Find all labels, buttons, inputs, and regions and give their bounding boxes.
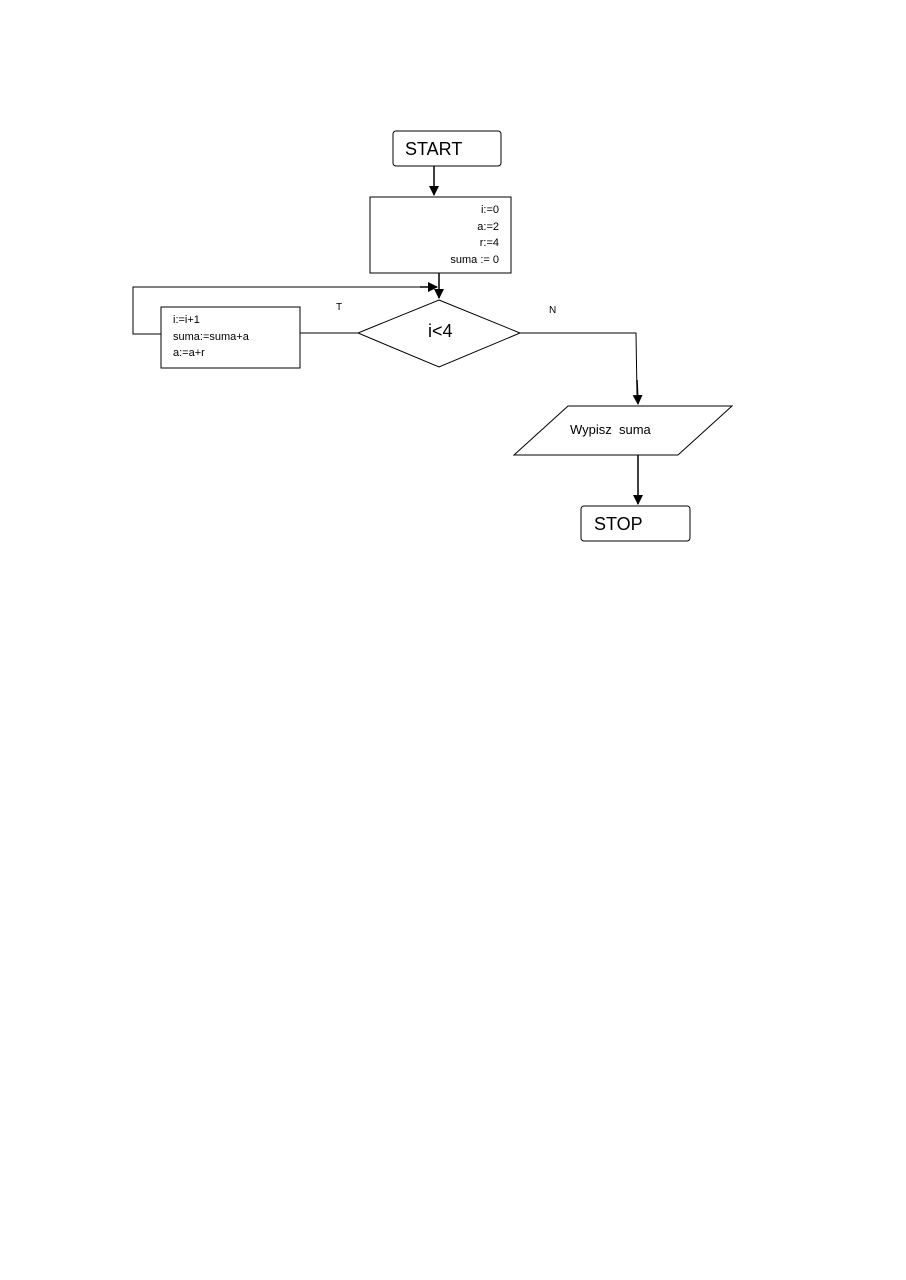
- loop-body-lines: i:=i+1 suma:=suma+a a:=a+r: [173, 312, 249, 362]
- condition-label: i<4: [428, 321, 453, 341]
- start-label: START: [405, 139, 463, 159]
- decision-to-output-path: [520, 332, 638, 396]
- branch-true-label: T: [336, 302, 343, 313]
- init-process-box: [369, 196, 512, 274]
- loop-line: i:=i+1: [173, 314, 200, 326]
- loop-return-path: [132, 286, 430, 335]
- output-parallelogram: [512, 405, 734, 456]
- init-line: suma := 0: [450, 253, 499, 266]
- loop-body-box: [160, 306, 301, 369]
- output-label: Wypisz suma: [570, 422, 651, 437]
- decision-diamond: [356, 299, 522, 368]
- init-line: i:=0: [480, 204, 499, 216]
- loop-line: suma:=suma+a: [173, 330, 249, 343]
- init-lines: i:=0 a:=2 r:=4 suma := 0: [450, 202, 499, 268]
- loop-line: a:=a+r: [173, 347, 205, 359]
- branch-false-label: N: [549, 305, 557, 316]
- init-line: a:=2: [477, 220, 499, 233]
- start-terminal: [392, 130, 502, 167]
- stop-label: STOP: [594, 514, 643, 534]
- decision-to-output-arrow: [632, 379, 643, 405]
- stop-terminal: [580, 505, 691, 542]
- init-line: r:=4: [479, 237, 499, 249]
